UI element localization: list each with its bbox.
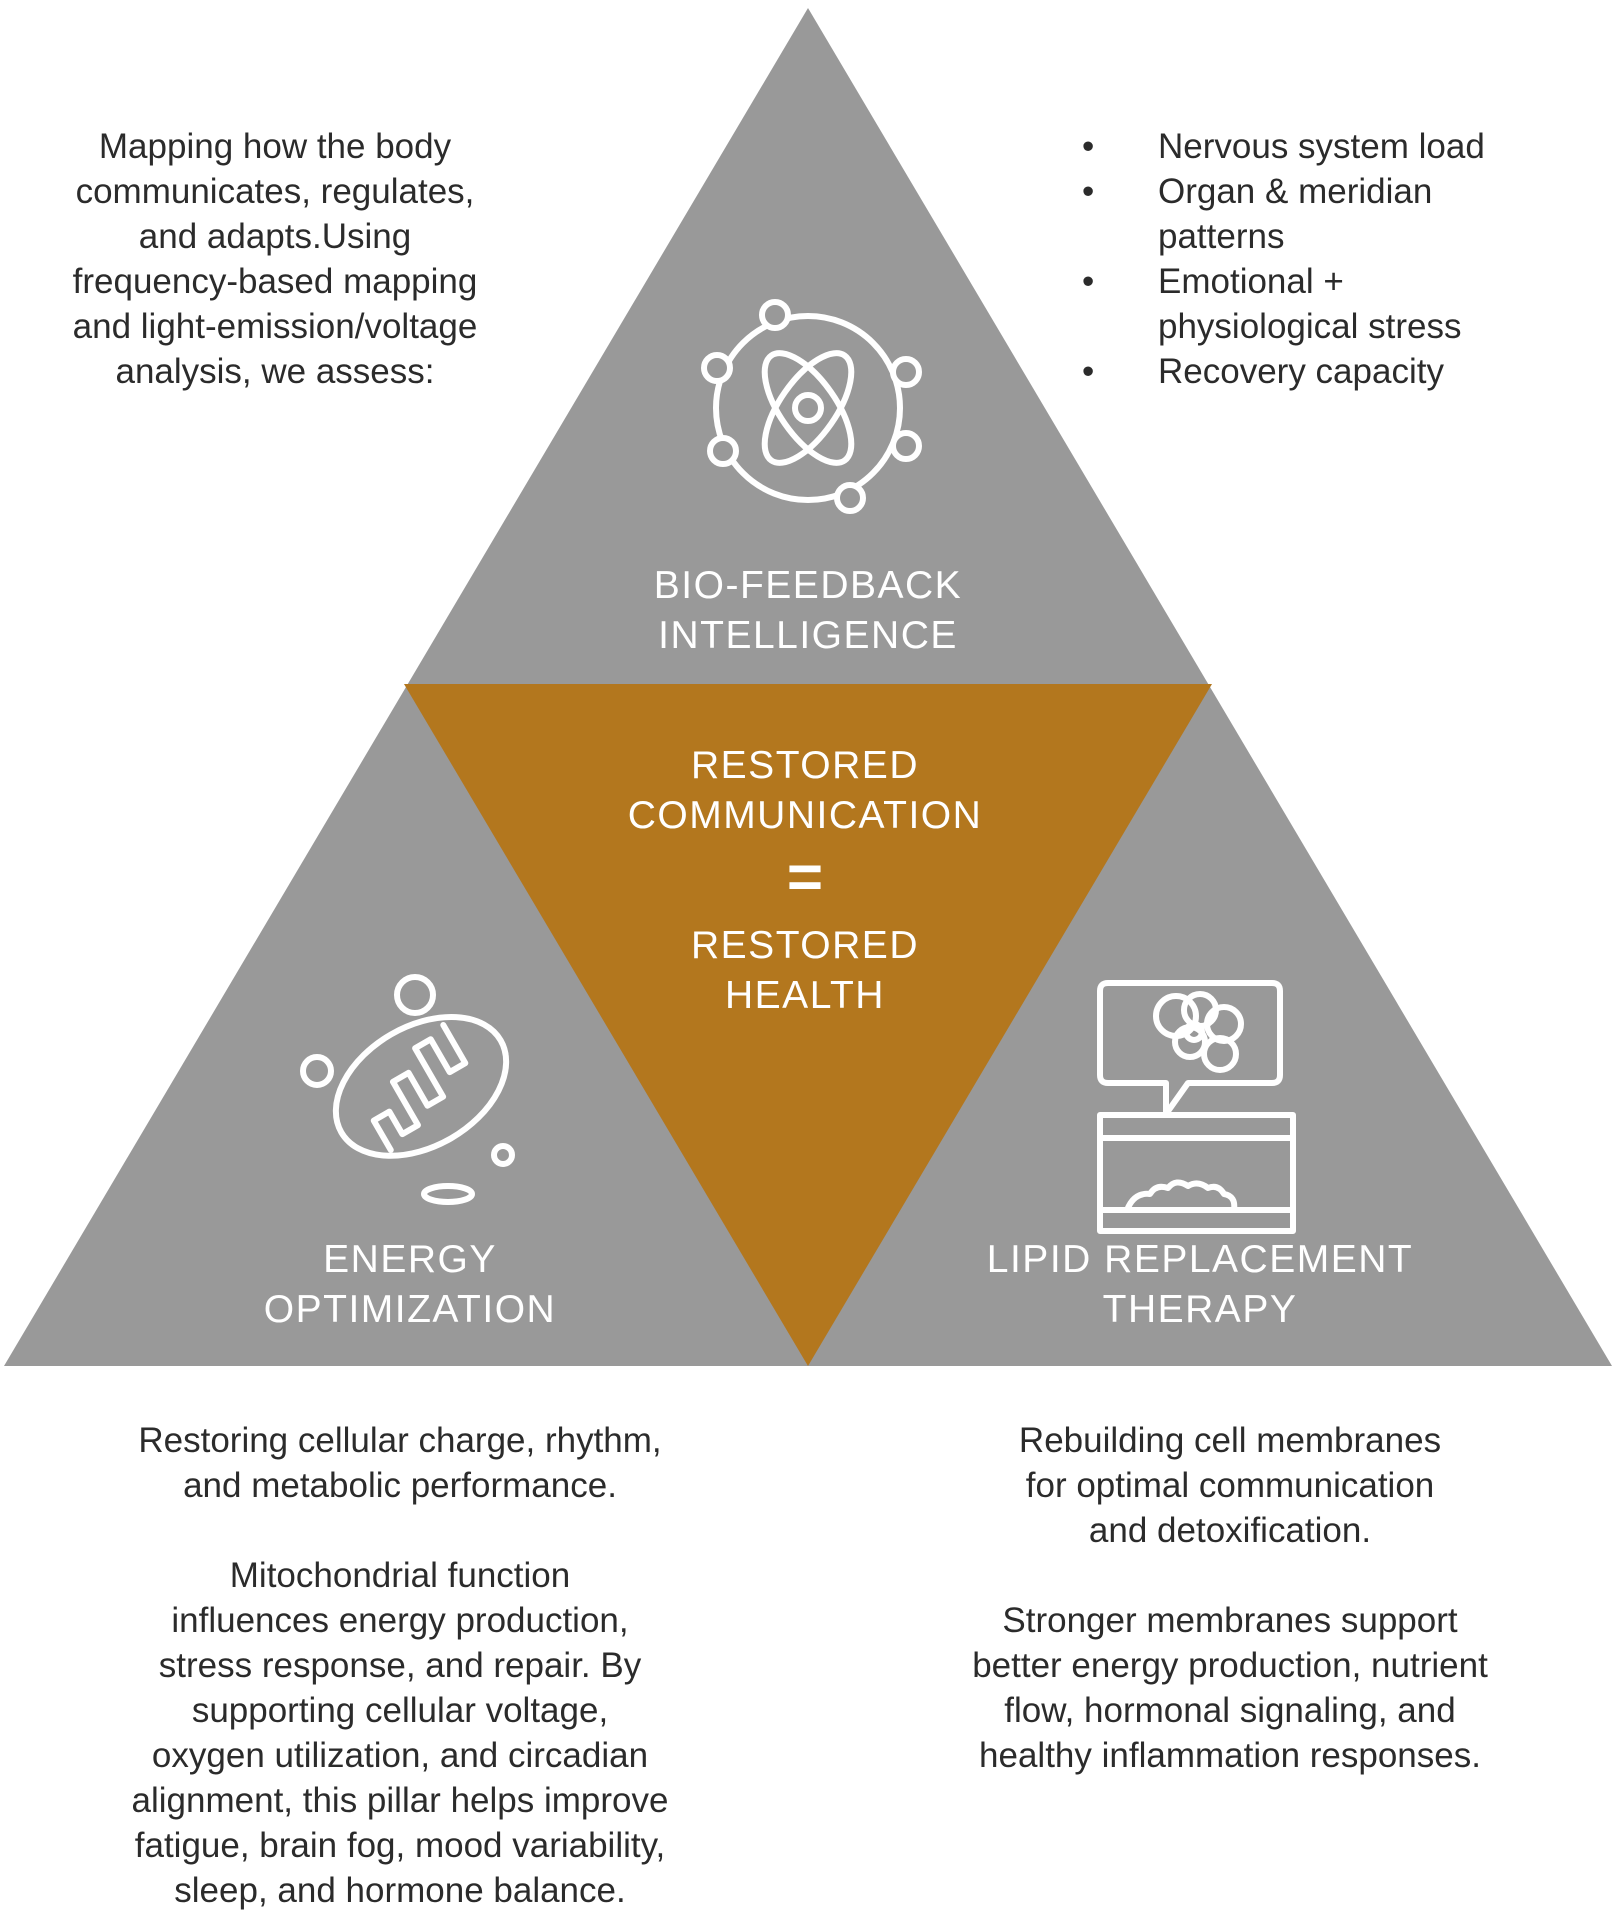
energy-line: influences energy production, <box>171 1601 629 1640</box>
lipid-description: Rebuilding cell membranes for optimal co… <box>900 1418 1560 1778</box>
intro-line: and light-emission/voltage <box>72 307 478 346</box>
assessment-item: Recovery capacity <box>1082 349 1602 394</box>
lipid-line: better energy production, nutrient <box>972 1646 1488 1685</box>
center-triangle <box>404 684 1212 1366</box>
lipid-line: for optimal communication <box>1025 1466 1435 1505</box>
energy-line: and metabolic performance. <box>183 1466 617 1505</box>
mitochondria-icon <box>300 974 515 1205</box>
center-label-1: RESTORED <box>691 744 919 787</box>
equals-sign: = <box>787 843 823 912</box>
energy-line: alignment, this pillar helps improve <box>131 1781 669 1820</box>
center-label-2: COMMUNICATION <box>628 794 983 837</box>
center-label-3: RESTORED <box>691 924 919 967</box>
pillar-label-biofeedback-2: INTELLIGENCE <box>658 614 958 657</box>
pillar-label-lipid-1: LIPID REPLACEMENT <box>987 1238 1413 1281</box>
energy-line: supporting cellular voltage, <box>191 1691 609 1730</box>
energy-line: Restoring cellular charge, rhythm, <box>138 1421 662 1460</box>
lipid-line: healthy inflammation responses. <box>979 1736 1481 1775</box>
assessment-item: Nervous system load <box>1082 124 1602 169</box>
pillar-label-biofeedback-1: BIO-FEEDBACK <box>654 564 962 607</box>
intro-line: and adapts.Using <box>138 217 412 256</box>
energy-line: stress response, and repair. By <box>158 1646 642 1685</box>
energy-line: fatigue, brain fog, mood variability, <box>134 1826 666 1865</box>
energy-line: Mitochondrial function <box>229 1556 571 1595</box>
lipid-line: and detoxification. <box>1088 1511 1372 1550</box>
intro-line: analysis, we assess: <box>115 352 435 391</box>
intro-text: Mapping how the body communicates, regul… <box>10 124 540 394</box>
center-label-4: HEALTH <box>725 974 885 1017</box>
lipid-line: flow, hormonal signaling, and <box>1004 1691 1456 1730</box>
pillar-label-lipid-2: THERAPY <box>1103 1288 1298 1331</box>
intro-line: frequency-based mapping <box>72 262 478 301</box>
lipid-line: Rebuilding cell membranes <box>1018 1421 1442 1460</box>
cell-membrane-icon <box>1097 980 1296 1234</box>
lipid-line: Stronger membranes support <box>1002 1601 1458 1640</box>
energy-line: sleep, and hormone balance. <box>174 1871 626 1910</box>
pillar-label-energy-2: OPTIMIZATION <box>264 1288 556 1331</box>
energy-description: Restoring cellular charge, rhythm, and m… <box>60 1418 740 1913</box>
intro-line: Mapping how the body <box>98 127 452 166</box>
intro-line: communicates, regulates, <box>75 172 475 211</box>
pillar-label-energy-1: ENERGY <box>323 1238 497 1281</box>
assessment-list: Nervous system load Organ & meridianpatt… <box>1082 124 1602 394</box>
energy-line: oxygen utilization, and circadian <box>151 1736 649 1775</box>
atom-network-icon <box>701 299 922 514</box>
assessment-item: Emotional +physiological stress <box>1082 259 1602 349</box>
